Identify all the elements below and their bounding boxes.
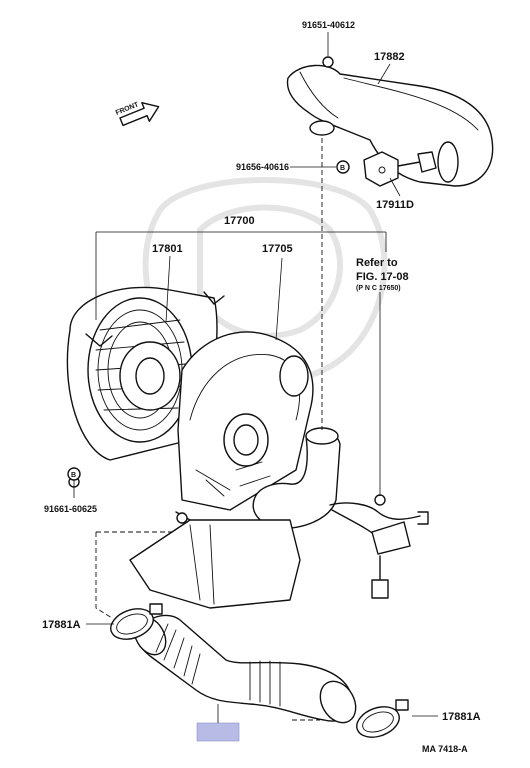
part-labels: 91651-40612 17882 91656-40616 17911D 177…: [42, 20, 481, 723]
svg-text:B: B: [340, 165, 345, 172]
label-bolt-top: 91651-40612: [302, 20, 355, 30]
lower-intake-hose: [133, 614, 357, 724]
clamp-right: [356, 699, 409, 738]
drawing-code: MA 7418-A: [422, 744, 468, 754]
label-upper-air-hose: 17882: [374, 51, 405, 63]
leader-lines: [73, 32, 438, 717]
label-air-cleaner-assy: 17700: [224, 215, 255, 227]
svg-text:B: B: [71, 472, 76, 479]
bolt-marker-lower: B: [67, 467, 81, 481]
label-clamp-left: 17881A: [42, 619, 81, 631]
label-air-cleaner-case: 17705: [262, 243, 293, 255]
bolt-marker-mid: B: [336, 160, 350, 174]
bracket-17911d: [363, 151, 437, 187]
reference-line-1: Refer to: [356, 257, 398, 269]
air-cleaner-assembly: [66, 286, 341, 609]
highlight-marker: [196, 722, 240, 742]
label-clamp-right: 17881A: [442, 711, 481, 723]
clamp-left: [110, 603, 163, 640]
reference-line-3: (P N C 17650): [356, 285, 401, 292]
label-bracket: 17911D: [376, 199, 414, 211]
label-bolt-mid: 91656-40616: [236, 162, 289, 172]
assembly-guide-lines: [95, 138, 323, 721]
reference-note: Refer to FIG. 17-08 (P N C 17650): [356, 257, 409, 292]
reference-line-2: FIG. 17-08: [356, 271, 409, 283]
label-air-cleaner-cap: 17801: [152, 243, 183, 255]
sensor-wire-harness: [329, 502, 429, 599]
front-direction-arrow: FRONT: [115, 101, 160, 127]
label-bolt-lower: 91661-60625: [44, 504, 97, 514]
